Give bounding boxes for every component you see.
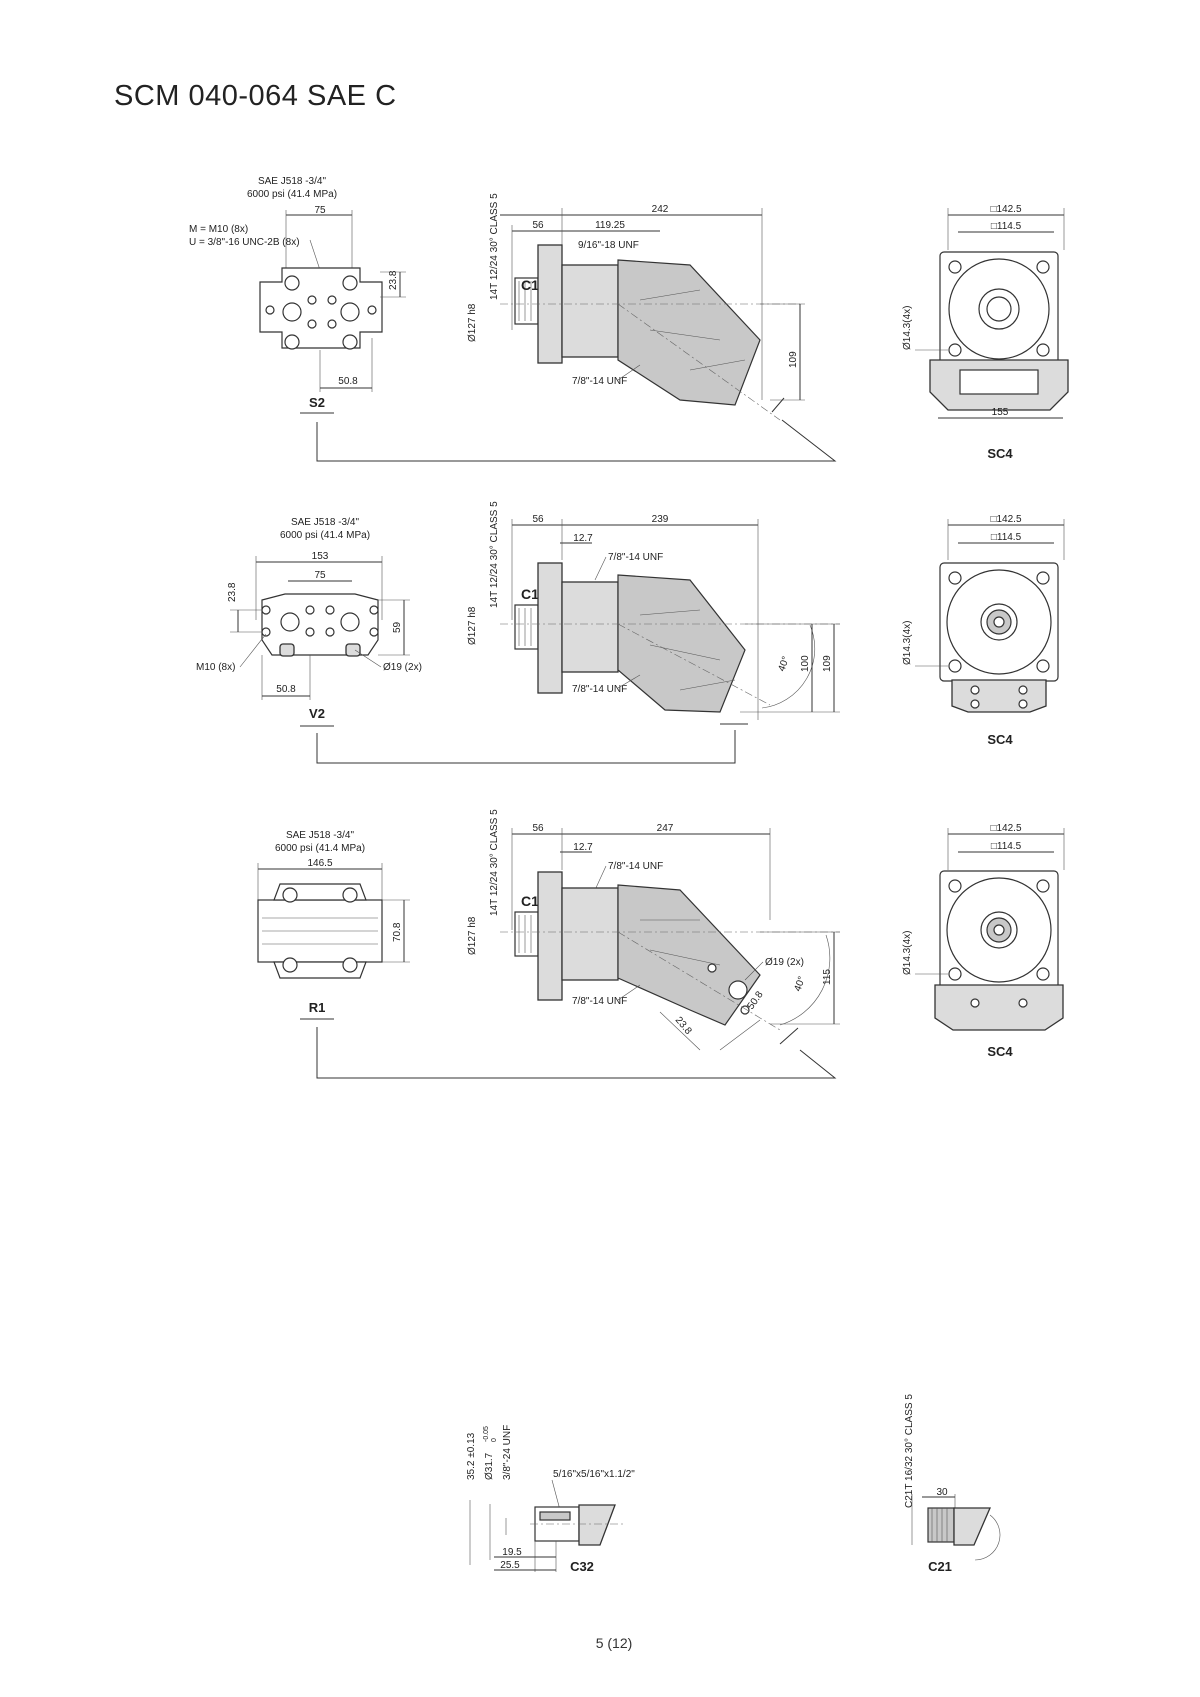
dim-25-5: 25.5	[500, 1560, 520, 1571]
flange-square-142-5: □142.5	[990, 204, 1022, 215]
hole-19-label: Ø19 (2x)	[383, 662, 422, 673]
flange-label-sc4: SC4	[987, 446, 1013, 461]
port-label-v2: V2	[309, 706, 325, 721]
flange-label-sc4: SC4	[987, 732, 1013, 747]
bolt-holes: Ø14.3(4x)	[902, 306, 913, 350]
dim-31-7: Ø31.7	[484, 1452, 495, 1480]
thread-m-label: M10 (8x)	[196, 662, 235, 673]
dim-70-8: 70.8	[392, 922, 403, 942]
dim-12-7: 12.7	[573, 533, 593, 544]
dim-155: 155	[992, 407, 1009, 418]
port-view-r1: SAE J518 -3/4" 6000 psi (41.4 MPa) 146.5…	[257, 830, 410, 1020]
dim-153: 153	[312, 551, 329, 562]
bolt-holes: Ø14.3(4x)	[902, 931, 913, 975]
dim-30: 30	[936, 1487, 948, 1498]
dim-23-8: 23.8	[388, 270, 399, 290]
flange-square-114-5: □114.5	[991, 221, 1022, 232]
flange-square-114-5: □114.5	[991, 532, 1022, 543]
dim-35-2: 35.2 ±0.13	[466, 1432, 477, 1480]
connector-line-row3	[316, 1027, 837, 1079]
dim-23-8: 23.8	[227, 582, 238, 602]
shaft-detail-c32: 35.2 ±0.13 Ø31.7 -0.05 0 3/8"-24 UNF 5/1…	[466, 1425, 635, 1574]
side-view-row3: 14T 12/24 30° CLASS 5 Ø127 h8 56 247 12.…	[467, 809, 840, 1051]
dim-19-5: 19.5	[502, 1547, 522, 1558]
hole-19-label: Ø19 (2x)	[765, 957, 804, 968]
page-number: 5 (12)	[595, 1635, 633, 1651]
dim-12-7: 12.7	[573, 842, 593, 853]
bolt-holes: Ø14.3(4x)	[902, 621, 913, 665]
flange-label-sc4: SC4	[987, 1044, 1013, 1059]
dim-50-8: 50.8	[276, 684, 296, 695]
port-view-v2: SAE J518 -3/4" 6000 psi (41.4 MPa) 153 7…	[196, 517, 422, 727]
dim-50-8: 50.8	[745, 989, 765, 1012]
page-title: SCM 040-064 SAE C	[114, 80, 397, 112]
dim-119-25: 119.25	[595, 220, 625, 231]
dim-247: 247	[657, 823, 674, 834]
thread-u-label: U = 3/8"-16 UNC-2B (8x)	[189, 237, 300, 248]
drain-lower: 7/8"-14 UNF	[572, 376, 627, 387]
dim-115: 115	[822, 969, 833, 985]
port-spec-line1: SAE J518 -3/4"	[286, 830, 354, 841]
pilot-diameter: Ø127 h8	[467, 606, 478, 645]
spline-spec: 14T 12/24 30° CLASS 5	[489, 193, 500, 300]
side-view-row2: 14T 12/24 30° CLASS 5 Ø127 h8 56 239 12.…	[467, 501, 840, 725]
side-view-row1: 14T 12/24 30° CLASS 5 Ø127 h8 242 56 119…	[467, 193, 805, 421]
drain-upper: 7/8"-14 UNF	[608, 552, 663, 563]
port-spec-line1: SAE J518 -3/4"	[291, 517, 359, 528]
drain-lower: 7/8"-14 UNF	[572, 684, 627, 695]
pilot-diameter: Ø127 h8	[467, 303, 478, 342]
dim-100: 100	[800, 655, 811, 672]
port-spec-line2: 6000 psi (41.4 MPa)	[275, 843, 365, 854]
angle-40: 40°	[792, 975, 808, 993]
drain-lower: 7/8"-14 UNF	[572, 996, 627, 1007]
dim-59: 59	[392, 621, 403, 633]
dim-109: 109	[822, 655, 833, 672]
shaft-detail-c21: C21T 16/32 30° CLASS 5 30 C21	[904, 1394, 1001, 1574]
flange-square-142-5: □142.5	[990, 823, 1022, 834]
flange-square-114-5: □114.5	[991, 841, 1022, 852]
port-label-s2: S2	[309, 395, 325, 410]
tolerance-upper: -0.05	[483, 1426, 490, 1442]
flange-square-142-5: □142.5	[990, 514, 1022, 525]
dim-56: 56	[532, 220, 544, 231]
dim-242: 242	[652, 204, 669, 215]
drain-upper: 7/8"-14 UNF	[608, 861, 663, 872]
thread-m-label: M = M10 (8x)	[189, 224, 248, 235]
tolerance-lower: 0	[491, 1438, 498, 1442]
shaft-label-c21: C21	[928, 1559, 952, 1574]
angle-40: 40°	[776, 655, 792, 673]
port-spec-line1: SAE J518 -3/4"	[258, 176, 326, 187]
dim-146-5: 146.5	[307, 858, 332, 869]
port-view-s2: SAE J518 -3/4" 6000 psi (41.4 MPa) 75 M …	[189, 176, 406, 414]
thread-3-8-24: 3/8"-24 UNF	[502, 1425, 513, 1480]
dim-50-8: 50.8	[338, 376, 358, 387]
port-spec-line2: 6000 psi (41.4 MPa)	[247, 189, 337, 200]
pilot-diameter: Ø127 h8	[467, 916, 478, 955]
dim-56: 56	[532, 823, 544, 834]
port-spec-line2: 6000 psi (41.4 MPa)	[280, 530, 370, 541]
dim-109: 109	[788, 351, 799, 368]
dim-239: 239	[652, 514, 669, 525]
spline-spec: 14T 12/24 30° CLASS 5	[489, 809, 500, 916]
dim-75: 75	[314, 570, 326, 581]
flange-view-row2: □142.5 □114.5 Ø14.3(4x) SC4	[902, 514, 1065, 747]
spline-spec: 14T 12/24 30° CLASS 5	[489, 501, 500, 608]
dim-75: 75	[314, 205, 326, 216]
spline-spec-c21: C21T 16/32 30° CLASS 5	[904, 1394, 915, 1508]
dim-56: 56	[532, 514, 544, 525]
flange-view-row3: □142.5 □114.5 Ø14.3(4x) SC4	[902, 823, 1065, 1059]
connector-line-row1	[316, 419, 837, 462]
key-size: 5/16"x5/16"x1.1/2"	[553, 1469, 635, 1480]
port-label-r1: R1	[309, 1000, 326, 1015]
drain-upper: 9/16"-18 UNF	[578, 240, 639, 251]
connector-line-row2	[316, 730, 736, 764]
flange-view-row1: □142.5 □114.5 Ø14.3(4x) 155 SC4	[902, 204, 1069, 461]
shaft-label-c32: C32	[570, 1559, 594, 1574]
